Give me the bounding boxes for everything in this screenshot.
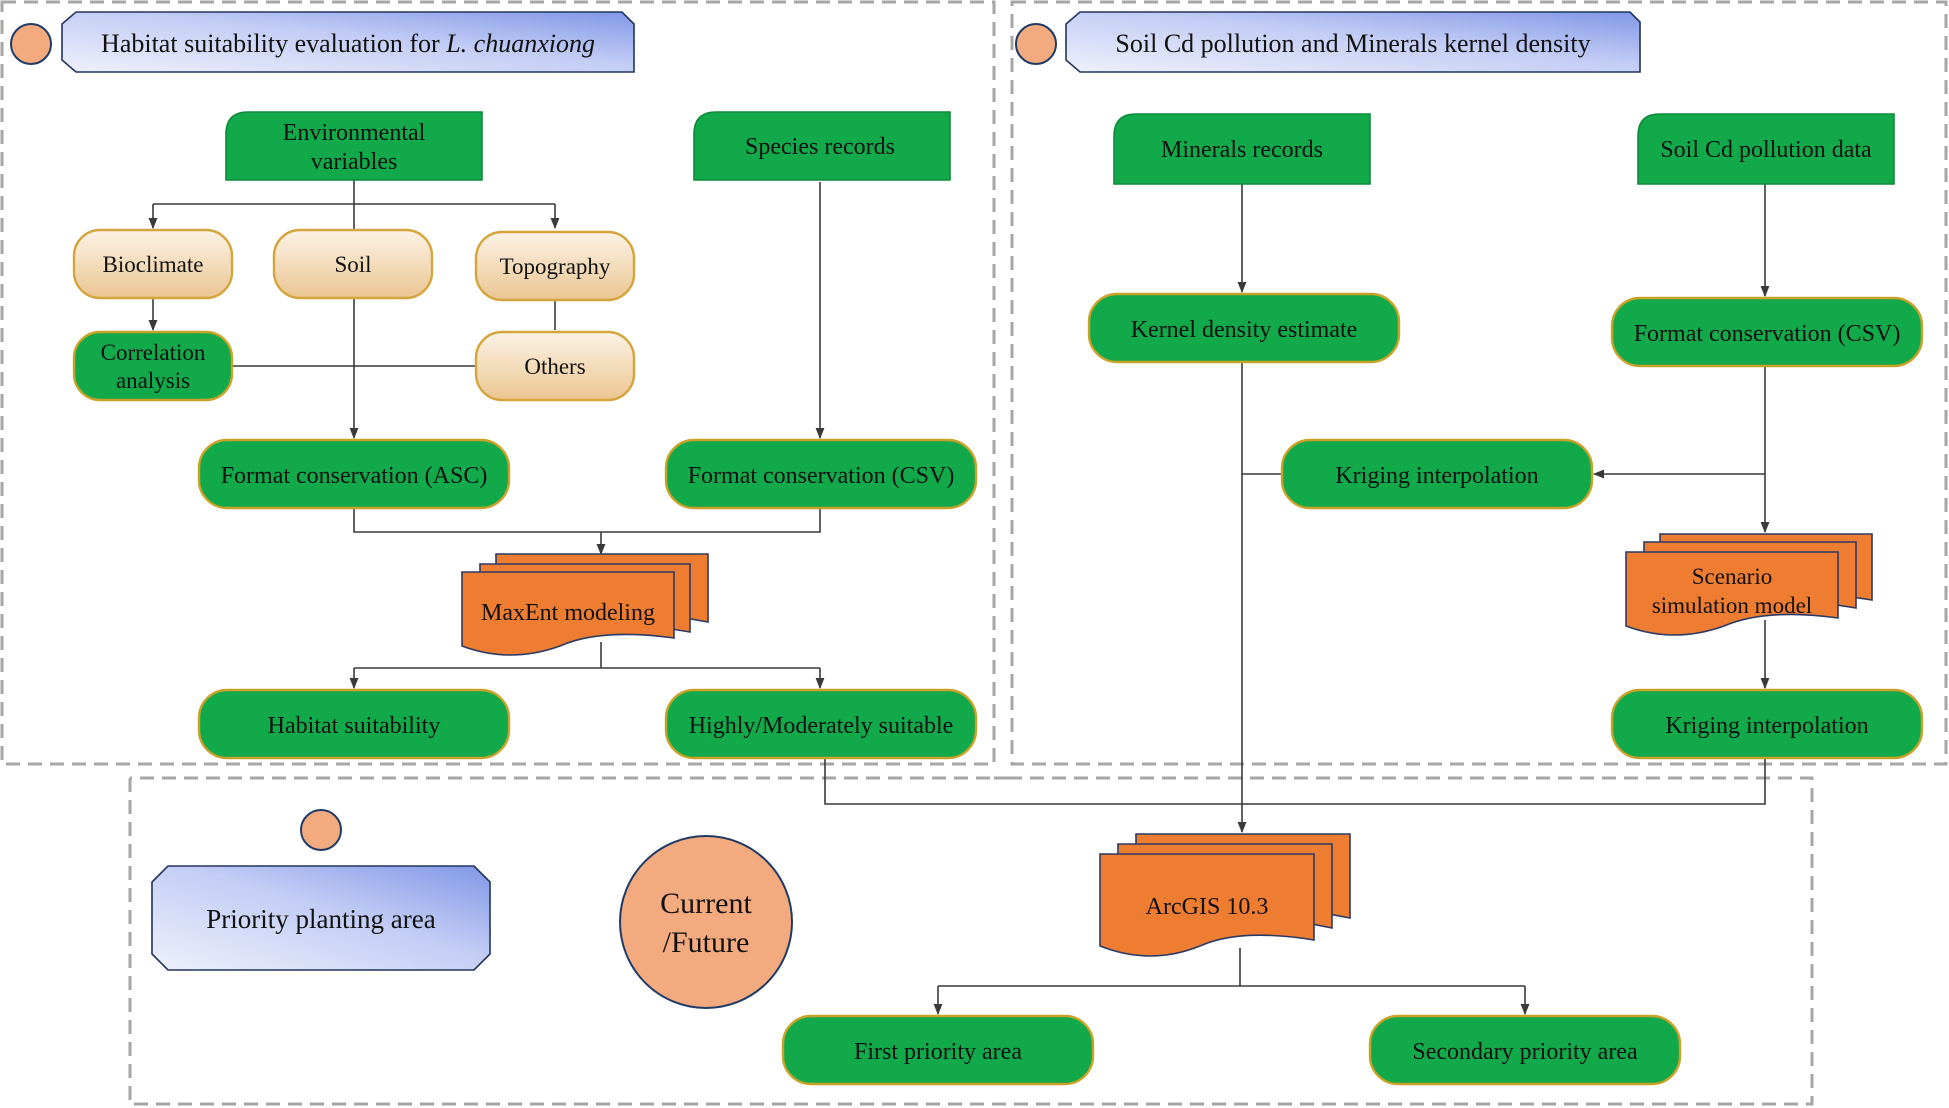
node-label: Kriging interpolation: [1665, 713, 1868, 739]
rounded-box: [72, 228, 234, 300]
rounded-box: [272, 228, 434, 300]
node-label-line2: variables: [311, 149, 398, 175]
rounded-box: [474, 230, 636, 302]
node-correlation-analysis: Correlation analysis: [72, 330, 234, 402]
multidoc-front: [461, 571, 675, 656]
node-topography: Topography: [474, 230, 636, 302]
node-highly-moderately-suitable: Highly/Moderately suitable: [664, 688, 978, 760]
rounded-box: [1280, 438, 1594, 510]
habitat-section-title: Habitat suitability evaluation for L. ch…: [101, 29, 595, 58]
habitat-section-marker: [10, 23, 52, 65]
node-first-priority-area: First priority area: [781, 1014, 1095, 1086]
node-minerals-records: Minerals records: [1113, 113, 1371, 185]
node-format-csv-left: Format conservation (CSV): [664, 438, 978, 510]
node-label: Format conservation (CSV): [688, 463, 955, 489]
node-kernel-density: Kernel density estimate: [1087, 292, 1401, 364]
soil-section-banner: [1065, 11, 1641, 73]
node-label-line2: analysis: [116, 368, 190, 393]
soil-section-marker: [1015, 23, 1057, 65]
node-label-line2: /Future: [663, 926, 750, 959]
rounded-box: [781, 1014, 1095, 1086]
node-label: Soil: [334, 252, 371, 277]
soil-section-title: Soil Cd pollution and Minerals kernel de…: [1115, 29, 1590, 58]
priority-section-title: Priority planting area: [206, 904, 435, 934]
node-format-csv-right: Format conservation (CSV): [1610, 296, 1924, 368]
connector-results-merge: [824, 756, 1766, 805]
node-label: Format conservation (CSV): [1634, 321, 1901, 347]
node-label: Bioclimate: [103, 252, 204, 277]
node-species-records: Species records: [693, 111, 951, 181]
priority-section-banner: [151, 865, 491, 971]
node-label: MaxEnt modeling: [481, 600, 655, 626]
multidoc-front: [1099, 853, 1315, 957]
node-label-line2: simulation model: [1652, 593, 1812, 618]
node-habitat-suitability: Habitat suitability: [197, 688, 511, 760]
node-current-future: Current /Future: [619, 835, 793, 1009]
node-label: Secondary priority area: [1412, 1039, 1638, 1065]
rounded-box: [1610, 296, 1924, 368]
rounded-box: [72, 330, 234, 402]
rounded-box: [1087, 292, 1401, 364]
node-label: First priority area: [854, 1039, 1022, 1065]
node-label-line1: Correlation: [101, 340, 206, 365]
node-format-asc: Format conservation (ASC): [197, 438, 511, 510]
node-maxent-modeling: MaxEnt modeling: [461, 553, 709, 656]
node-kriging-bottom: Kriging interpolation: [1610, 688, 1924, 760]
rounded-box: [1610, 688, 1924, 760]
multidoc-front: [1625, 551, 1839, 636]
node-soil: Soil: [272, 228, 434, 300]
node-arcgis: ArcGIS 10.3: [1099, 833, 1351, 957]
document-shape: [693, 111, 951, 181]
node-label-line1: Current: [660, 887, 752, 920]
node-label: Highly/Moderately suitable: [689, 713, 954, 739]
connector-formats-merge: [353, 508, 821, 533]
rounded-box: [1368, 1014, 1682, 1086]
document-shape: [225, 111, 483, 181]
soil-section-frame: [1010, 0, 1948, 766]
node-label: Kernel density estimate: [1131, 317, 1358, 343]
priority-section-marker: [300, 809, 342, 851]
node-label: Format conservation (ASC): [221, 463, 488, 489]
node-soil-cd-data: Soil Cd pollution data: [1637, 113, 1895, 185]
node-label: Others: [524, 354, 585, 379]
node-secondary-priority-area: Secondary priority area: [1368, 1014, 1682, 1086]
node-label: Habitat suitability: [268, 713, 441, 739]
node-bioclimate: Bioclimate: [72, 228, 234, 300]
rounded-box: [197, 438, 511, 510]
connectors: [148, 180, 1770, 1016]
node-kriging-top: Kriging interpolation: [1280, 438, 1594, 510]
node-label: Topography: [500, 254, 611, 279]
node-label: ArcGIS 10.3: [1146, 894, 1269, 920]
rounded-box: [664, 688, 978, 760]
node-label-line1: Environmental: [283, 120, 426, 146]
document-shape: [1637, 113, 1895, 185]
rounded-box: [664, 438, 978, 510]
habitat-section-banner: [61, 11, 635, 73]
rounded-box: [474, 330, 636, 402]
circle-shape: [619, 835, 793, 1009]
document-shape: [1113, 113, 1371, 185]
node-label: Kriging interpolation: [1335, 463, 1538, 489]
node-label: Minerals records: [1161, 137, 1323, 163]
priority-section-frame: [128, 776, 1814, 1106]
node-label: Species records: [745, 134, 895, 160]
node-environmental-variables: Environmental variables: [225, 111, 483, 181]
node-label: Soil Cd pollution data: [1660, 137, 1872, 163]
node-label-line1: Scenario: [1692, 564, 1772, 589]
node-others: Others: [474, 330, 636, 402]
habitat-section-frame: [0, 0, 996, 766]
rounded-box: [197, 688, 511, 760]
node-scenario-model: Scenario simulation model: [1625, 533, 1873, 636]
